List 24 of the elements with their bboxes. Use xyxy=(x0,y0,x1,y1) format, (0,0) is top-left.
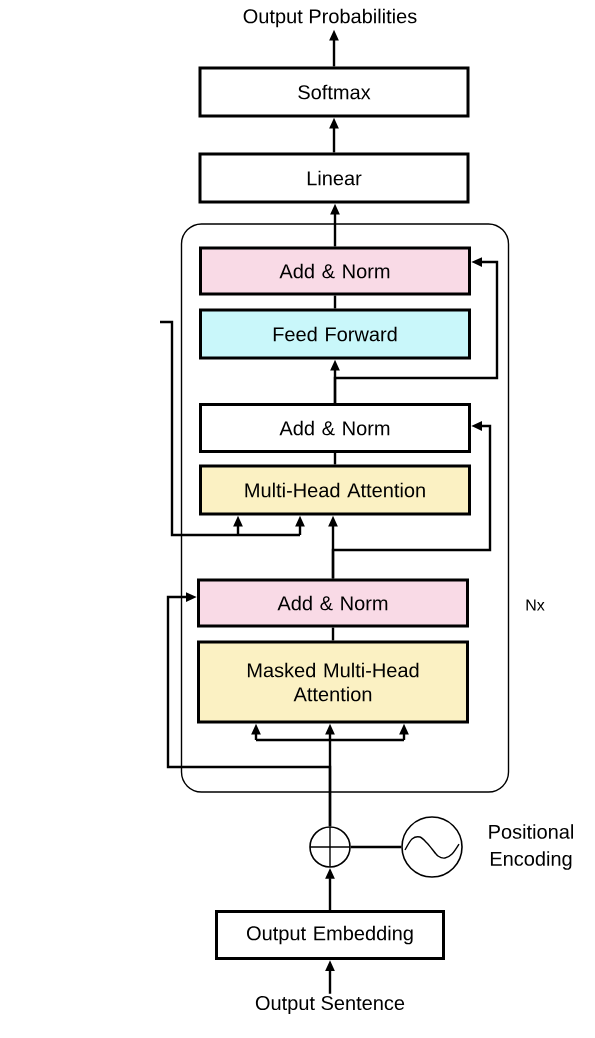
output-label: Output Probabilities xyxy=(243,8,417,28)
process-box: Masked Multi-Head Attention xyxy=(197,640,469,724)
process-box: Add & Norm xyxy=(199,246,471,296)
connector-line xyxy=(333,295,337,309)
connector-line xyxy=(350,845,402,849)
process-box: Feed Forward xyxy=(199,308,471,360)
side-label: Nx xyxy=(526,599,545,611)
connector-line xyxy=(333,453,337,465)
arrow xyxy=(160,320,305,537)
arrow xyxy=(333,257,499,403)
layer-stack-frame xyxy=(180,223,510,793)
sine-wave-circle xyxy=(401,816,463,878)
process-box: Linear xyxy=(198,152,470,204)
input-label: Output Sentence xyxy=(255,995,405,1015)
adder-circle xyxy=(309,826,351,868)
arrow xyxy=(166,592,332,827)
side-label: Positional Encoding xyxy=(489,824,573,870)
process-box: Multi-Head Attention xyxy=(199,464,471,516)
process-box: Add & Norm xyxy=(197,578,469,628)
connector-line xyxy=(331,627,335,641)
arrow xyxy=(331,421,492,579)
process-box: Output Embedding xyxy=(215,910,445,960)
process-box: Add & Norm xyxy=(199,403,471,453)
process-box: Softmax xyxy=(198,66,470,118)
